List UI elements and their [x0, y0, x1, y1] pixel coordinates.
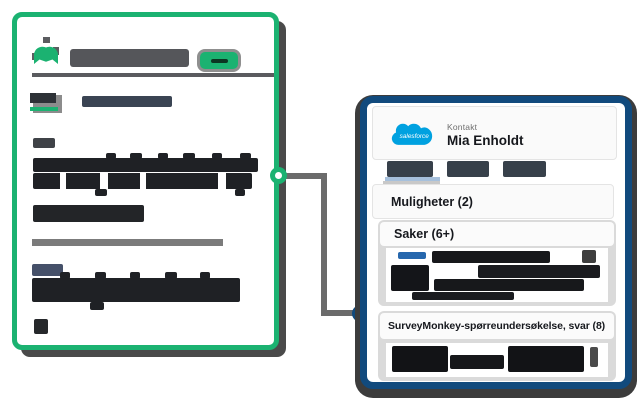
redacted-field	[392, 346, 448, 372]
section-survey-header[interactable]: SurveyMonkey-spørreundersøkelse, svar (8…	[380, 313, 614, 339]
contact-name: Mia Enholdt	[447, 133, 524, 148]
redaction-gap	[140, 173, 146, 189]
section-saker-title: Saker (6+)	[394, 227, 455, 241]
redaction-gap	[100, 173, 108, 189]
redacted-field	[434, 279, 584, 291]
redacted-field	[391, 265, 429, 291]
redacted-field	[432, 251, 550, 263]
saker-content	[386, 248, 608, 302]
question-text-redacted-line	[33, 205, 144, 222]
connector-line-horizontal-bottom	[321, 310, 361, 316]
surveymonkey-wordmark-redacted	[70, 49, 189, 67]
redacted-text-fragment	[183, 153, 195, 159]
button-label-redacted	[210, 58, 228, 63]
redacted-text-fragment	[95, 272, 106, 279]
salesforce-logo-icon: salesforce	[390, 115, 434, 154]
redacted-field	[412, 292, 514, 300]
section-muligheter[interactable]: Muligheter (2)	[372, 184, 614, 219]
record-tab-2-redacted[interactable]	[447, 161, 489, 177]
surveymonkey-logo-icon	[31, 37, 61, 67]
redacted-text-fragment	[200, 272, 210, 279]
redacted-field	[582, 250, 596, 263]
salesforce-contact-panel: salesforce Kontakt Mia Enholdt Mulighete…	[360, 96, 632, 389]
salesforce-logo-text: salesforce	[400, 133, 430, 140]
case-number-link-redacted[interactable]	[398, 252, 426, 259]
section-survey-group: SurveyMonkey-spørreundersøkelse, svar (8…	[378, 311, 616, 381]
question-text-redacted-line	[32, 278, 240, 302]
question-number-redacted	[32, 264, 63, 276]
redacted-text-fragment	[240, 153, 251, 159]
active-tab-underbar	[383, 181, 440, 186]
connector-line-vertical	[321, 173, 327, 316]
record-tab-3-redacted[interactable]	[503, 161, 546, 177]
redacted-descender	[235, 189, 245, 196]
section-saker-header[interactable]: Saker (6+)	[380, 222, 614, 246]
record-tab-1-redacted[interactable]	[387, 161, 433, 177]
section-saker-group: Saker (6+)	[378, 220, 616, 306]
redacted-field	[508, 346, 584, 372]
connector-dot-surveymonkey	[270, 167, 287, 184]
survey-header-button[interactable]	[200, 52, 238, 69]
section-muligheter-title: Muligheter (2)	[391, 194, 473, 209]
redacted-text-fragment	[130, 153, 142, 159]
redacted-text-fragment	[130, 272, 140, 279]
question-text-redacted-line	[33, 158, 258, 172]
survey-title-redacted	[82, 96, 172, 107]
redacted-text-fragment	[158, 153, 168, 159]
survey-responses-content	[386, 343, 608, 377]
survey-tab-underline	[30, 107, 58, 111]
survey-tab-label-redacted	[30, 93, 56, 103]
redacted-text-fragment	[60, 272, 70, 279]
question-number-redacted	[33, 138, 55, 148]
redacted-field	[450, 355, 504, 369]
redacted-text-fragment	[106, 153, 116, 159]
header-divider	[32, 73, 274, 77]
redacted-descender	[95, 189, 107, 196]
redaction-gap	[60, 173, 66, 189]
connector-line-horizontal-top	[280, 173, 327, 179]
redaction-gap	[218, 173, 226, 189]
contact-header-card: salesforce Kontakt Mia Enholdt	[372, 106, 617, 160]
scrollbar-redacted[interactable]	[590, 347, 598, 367]
redacted-field	[478, 265, 600, 278]
answer-checkbox-redacted[interactable]	[34, 319, 48, 334]
active-tab-underline	[385, 177, 440, 181]
surveymonkey-survey-panel	[12, 12, 279, 350]
redacted-text-fragment	[212, 153, 222, 159]
section-survey-title: SurveyMonkey-spørreundersøkelse, svar (8…	[388, 320, 606, 332]
redacted-text-fragment	[165, 272, 177, 279]
section-divider	[32, 239, 223, 246]
redacted-descender	[90, 302, 104, 310]
record-type-label: Kontakt	[447, 122, 478, 132]
